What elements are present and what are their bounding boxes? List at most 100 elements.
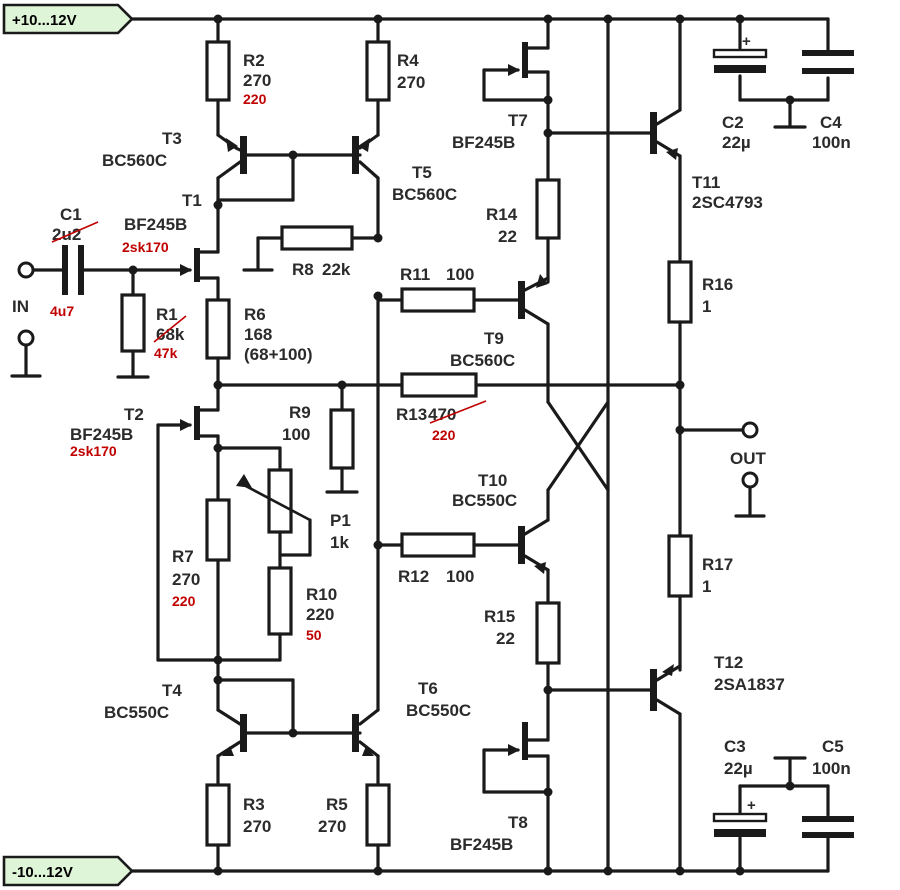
svg-text:R6: R6 <box>244 305 266 324</box>
svg-text:270: 270 <box>172 570 200 589</box>
resistor-r8: R8 22k <box>242 225 383 279</box>
transistor-t4: T4 BC550C <box>104 678 362 787</box>
svg-text:47k: 47k <box>154 345 178 361</box>
svg-text:T8: T8 <box>508 813 528 832</box>
svg-text:C3: C3 <box>724 737 746 756</box>
svg-text:50: 50 <box>306 627 322 643</box>
svg-text:R12: R12 <box>398 567 429 586</box>
svg-text:+: + <box>747 797 756 814</box>
transistor-t5: T5 BC560C <box>352 136 457 240</box>
svg-text:2sk170: 2sk170 <box>122 239 169 255</box>
svg-text:1: 1 <box>702 297 711 316</box>
resistor-r12: R12 100 <box>376 532 520 586</box>
svg-text:R16: R16 <box>702 275 733 294</box>
crossover-wiring <box>546 400 610 492</box>
transistor-t6: T6 BC550C <box>352 291 471 787</box>
transistor-t9: T9 BC560C <box>450 274 550 404</box>
svg-text:100: 100 <box>446 567 474 586</box>
svg-text:T2: T2 <box>124 405 144 424</box>
svg-text:+: + <box>742 33 751 50</box>
svg-text:C5: C5 <box>822 737 844 756</box>
svg-text:R13: R13 <box>396 405 427 424</box>
jfet-t2: T2 BF245B 2sk170 <box>70 398 282 662</box>
svg-text:2SC4793: 2SC4793 <box>692 193 763 212</box>
svg-text:BC550C: BC550C <box>406 701 471 720</box>
resistor-r16: R16 1 <box>667 260 733 538</box>
svg-text:270: 270 <box>243 817 271 836</box>
svg-text:220: 220 <box>306 605 334 624</box>
svg-text:100: 100 <box>282 425 310 444</box>
svg-text:T11: T11 <box>692 173 720 192</box>
svg-text:R11: R11 <box>400 265 430 284</box>
capacitor-c1: C1 2u2 4u7 <box>50 205 192 319</box>
transistor-t12: T12 2SA1837 <box>546 653 785 876</box>
svg-text:R5: R5 <box>326 795 348 814</box>
capacitor-c4: C4 100n <box>802 50 854 152</box>
svg-text:R1: R1 <box>156 305 178 324</box>
transistor-t3: T3 BC560C <box>102 129 362 212</box>
negative-rail-label: -10...12V <box>12 864 73 881</box>
capacitor-c5: C5 100n <box>802 737 854 838</box>
resistor-r11: R11 100 <box>376 265 520 313</box>
jfet-t7: T7 BF245B <box>452 17 553 182</box>
svg-text:R15: R15 <box>484 607 515 626</box>
svg-text:(68+100): (68+100) <box>244 345 313 364</box>
svg-text:R8: R8 <box>292 260 314 279</box>
rail-junctions <box>213 14 795 876</box>
svg-text:BF245B: BF245B <box>70 425 133 444</box>
input-port: IN <box>10 261 64 378</box>
svg-text:T9: T9 <box>484 329 504 348</box>
resistor-r4: R4 270 <box>358 17 425 150</box>
resistor-r17: R17 1 <box>667 534 733 672</box>
svg-text:220: 220 <box>432 427 456 443</box>
svg-text:22: 22 <box>498 227 517 246</box>
svg-text:270: 270 <box>397 73 425 92</box>
svg-text:BF245B: BF245B <box>124 215 187 234</box>
svg-text:220: 220 <box>243 91 267 107</box>
svg-text:T12: T12 <box>714 653 743 672</box>
jfet-t1: T1 BF245B 2sk170 <box>122 191 220 302</box>
output-port: OUT <box>678 421 767 518</box>
svg-text:100n: 100n <box>812 133 851 152</box>
positive-rail-tag: +10...12V <box>2 3 134 35</box>
svg-text:BC560C: BC560C <box>450 351 515 370</box>
potentiometer-p1: P1 1k <box>216 446 351 570</box>
svg-text:T1: T1 <box>182 191 202 210</box>
svg-text:R7: R7 <box>172 547 194 566</box>
resistor-r6: R6 168 (68+100) <box>205 298 313 402</box>
svg-text:2u2: 2u2 <box>52 225 81 244</box>
svg-text:T3: T3 <box>162 129 182 148</box>
svg-text:T5: T5 <box>412 163 432 182</box>
svg-text:BC550C: BC550C <box>104 703 169 722</box>
svg-text:BC550C: BC550C <box>452 491 517 510</box>
svg-text:BC560C: BC560C <box>102 151 167 170</box>
capacitor-c3: + C3 22µ <box>712 737 768 837</box>
resistor-r13: R13 470 220 <box>213 372 685 443</box>
svg-text:22k: 22k <box>322 260 351 279</box>
svg-text:BF245B: BF245B <box>452 133 515 152</box>
resistor-r5: R5 270 <box>318 783 391 873</box>
svg-text:470: 470 <box>428 405 456 424</box>
transistor-t11: T11 2SC4793 <box>546 14 763 264</box>
svg-text:22µ: 22µ <box>724 759 753 778</box>
resistor-r9: R9 100 <box>282 383 359 494</box>
mirror-top-wiring <box>213 150 298 210</box>
mirror-bottom-wiring <box>213 675 298 738</box>
svg-text:OUT: OUT <box>730 449 767 468</box>
resistor-r2: R2 270 220 <box>205 17 271 150</box>
svg-text:1k: 1k <box>330 533 349 552</box>
svg-text:R17: R17 <box>702 555 733 574</box>
resistor-r3: R3 270 <box>205 783 271 873</box>
resistor-r15: R15 22 <box>484 601 561 742</box>
svg-text:T7: T7 <box>508 111 528 130</box>
svg-text:P1: P1 <box>330 511 351 530</box>
svg-text:100: 100 <box>446 265 474 284</box>
svg-text:BF245B: BF245B <box>450 835 513 854</box>
svg-text:C4: C4 <box>820 113 842 132</box>
svg-text:R9: R9 <box>289 403 311 422</box>
svg-text:T6: T6 <box>418 679 438 698</box>
negative-rail-tag: -10...12V <box>2 855 134 887</box>
svg-text:IN: IN <box>12 297 29 316</box>
resistor-r14: R14 22 <box>486 178 561 284</box>
